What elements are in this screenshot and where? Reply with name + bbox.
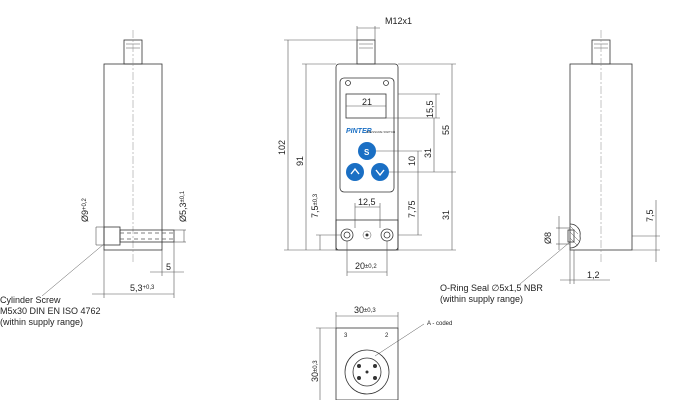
front-dim-21: 21 [362,97,372,107]
svg-text:Ø9+0,2: Ø9+0,2 [80,197,90,222]
chevron-down-icon [375,169,385,177]
front-dim-20-tol: ±0,2 [365,264,377,270]
left-side-view: Ø9+0,2 Ø5,3±0,1 5 5,3+0,3 Cylinder Screw… [0,30,188,327]
bottom-dim-30-h: 30 [354,305,364,315]
button-s[interactable]: S [358,142,376,160]
svg-text:Ø5,3±0,1: Ø5,3±0,1 [178,190,188,222]
screw-label-line-2: M5x30 DIN EN ISO 4762 [0,306,101,316]
right-dim-1-2: 1,2 [587,270,600,280]
front-view: M12x1 21 PINTER PRESSURE SWITCH S [277,16,456,276]
left-dim-9: Ø9 [80,210,90,222]
bottom-dim-30-v-tol: ±0,3 [313,360,319,372]
screw-label-line-1: Cylinder Screw [0,295,61,305]
button-up[interactable] [346,163,364,181]
front-dim-91: 91 [295,156,305,166]
thread-label: M12x1 [385,16,412,26]
left-dim-5-3-tol: ±0,1 [180,190,186,202]
svg-text:5,3+0,3: 5,3+0,3 [130,283,155,293]
front-dim-12-5: 12,5 [358,197,376,207]
left-dim-9-tol: +0,2 [82,197,88,210]
pinter-logo: PINTER [346,128,372,135]
front-dim-15-5: 15,5 [425,100,435,118]
svg-text:7,5±0,3: 7,5±0,3 [310,193,320,218]
pin-3-label: 3 [344,333,348,339]
button-down[interactable] [371,163,389,181]
left-dim-5: 5 [166,262,171,272]
front-dim-102: 102 [277,140,287,155]
svg-text:30±0,3: 30±0,3 [310,360,320,382]
svg-text:20±0,2: 20±0,2 [355,261,377,271]
pinter-logo-sub: PRESSURE SWITCH [366,130,395,134]
bottom-dim-30-h-tol: ±0,3 [364,308,376,314]
left-dim-5-3: Ø5,3 [178,202,188,222]
chevron-up-icon [350,167,360,175]
front-dim-7-75: 7,75 [407,200,417,218]
screw-label-line-3: (within supply range) [0,317,83,327]
svg-text:Cylinder Screw M5x30 DIN: Cylinder Screw M5x30 DIN EN ISO 4762 (wi… [0,295,103,327]
right-side-view: Ø8 7,5 1,2 O-Ring Seal ∅5x1,5 NBR (withi… [440,30,660,304]
front-dim-20: 20 [355,261,365,271]
front-dim-31-lower: 31 [441,210,451,220]
left-dim-5-3-bottom: 5,3 [130,283,143,293]
pin-2-label: 2 [385,333,389,339]
front-dim-10: 10 [407,156,417,166]
svg-text:O-Ring Seal ∅5x1,5 NBR (: O-Ring Seal ∅5x1,5 NBR (within supply ra… [440,283,545,304]
button-s-label: S [364,148,370,157]
right-dim-8: Ø8 [543,232,553,244]
right-dim-7-5: 7,5 [645,209,655,222]
bottom-view: 30±0,3 30±0,3 3 2 A - coded [310,305,452,400]
svg-text:30±0,3: 30±0,3 [354,305,376,315]
oring-label-line-2: (within supply range) [440,294,523,304]
front-dim-55: 55 [441,125,451,135]
left-dim-5-3-bottom-tol: +0,3 [143,285,156,291]
front-dim-7-5: 7,5 [310,205,320,218]
front-dim-7-5-tol: ±0,3 [313,193,319,205]
bottom-dim-30-v: 30 [310,372,320,382]
coding-label: A - coded [427,321,452,327]
front-dim-31-upper: 31 [423,148,433,158]
oring-label-line-1: O-Ring Seal ∅5x1,5 NBR [440,283,543,293]
